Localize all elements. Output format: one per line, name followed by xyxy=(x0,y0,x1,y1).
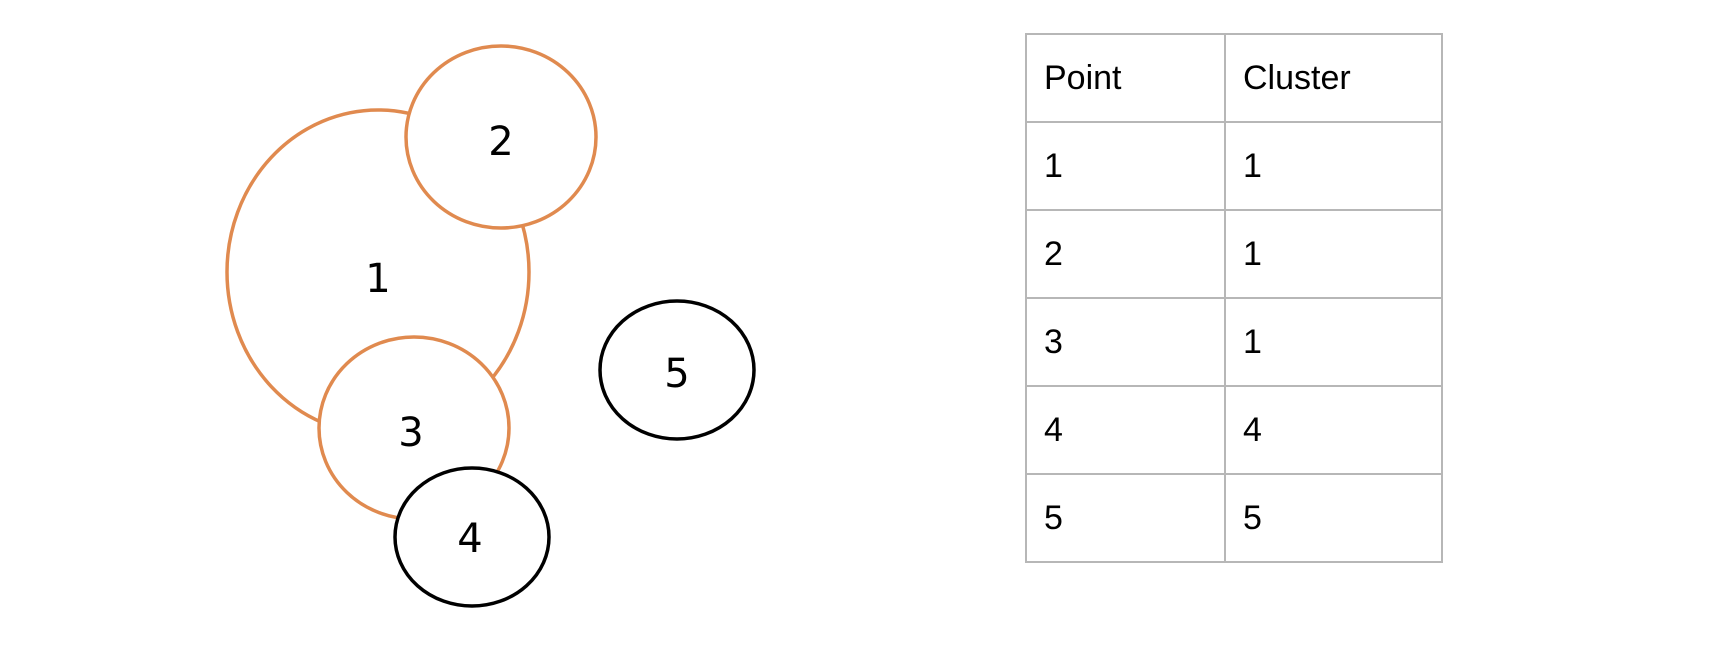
node-4-shape xyxy=(393,466,551,608)
table-cell-point: 1 xyxy=(1025,121,1226,211)
table-cell-point: 2 xyxy=(1025,209,1226,299)
node-2-label: 2 xyxy=(488,119,513,165)
node-3-label: 3 xyxy=(398,410,423,456)
table-row: 4 4 xyxy=(1025,385,1443,475)
table-row: 2 1 xyxy=(1025,209,1443,299)
table-cell-point: 5 xyxy=(1025,473,1226,563)
table-cell-cluster: 5 xyxy=(1224,473,1443,563)
node-4-label: 4 xyxy=(457,516,482,562)
cluster-diagram: 1 2 3 4 5 xyxy=(225,44,756,608)
table-header-row: Point Cluster xyxy=(1025,33,1443,123)
node-5-shape xyxy=(598,299,756,441)
table-cell-cluster: 1 xyxy=(1224,209,1443,299)
node-2-shape xyxy=(404,44,598,230)
table-cell-cluster: 1 xyxy=(1224,297,1443,387)
node-1-label: 1 xyxy=(365,256,390,302)
header-cluster: Cluster xyxy=(1224,33,1443,123)
node-5-label: 5 xyxy=(664,351,689,397)
table-row: 3 1 xyxy=(1025,297,1443,387)
table-row: 5 5 xyxy=(1025,473,1443,563)
table-cell-cluster: 4 xyxy=(1224,385,1443,475)
table-cell-point: 3 xyxy=(1025,297,1226,387)
header-point: Point xyxy=(1025,33,1226,123)
table-row: 1 1 xyxy=(1025,121,1443,211)
cluster-assignment-table: Point Cluster 1 1 2 1 3 1 4 4 5 5 xyxy=(1025,33,1443,563)
table-cell-cluster: 1 xyxy=(1224,121,1443,211)
table-cell-point: 4 xyxy=(1025,385,1226,475)
